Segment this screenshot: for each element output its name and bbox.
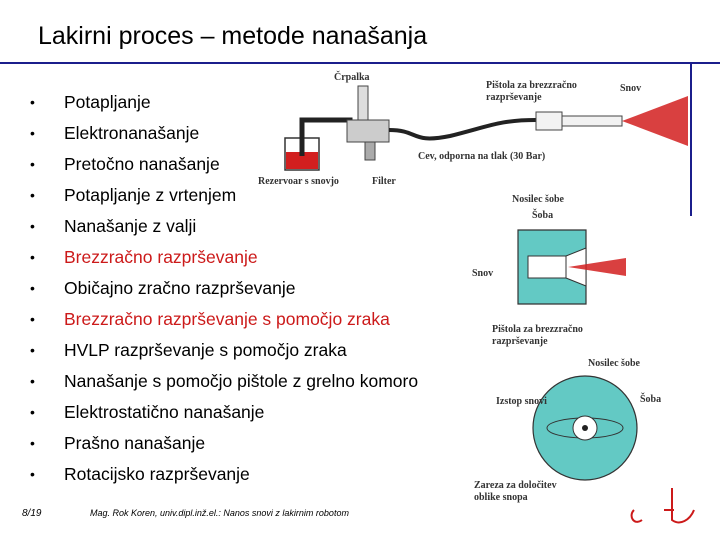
- page-number: 8/19: [22, 508, 42, 519]
- pump-shape: [357, 85, 369, 121]
- title-divider: [0, 62, 720, 64]
- label-gun: Pištola za brezzračno razprševanje: [486, 80, 579, 103]
- spray-shape: [568, 258, 626, 276]
- nozzle-front-diagram: Nosilec šobe Izstop snovi Šoba Zareza za…: [474, 358, 661, 503]
- label-paint: Snov: [620, 83, 641, 94]
- bullet-icon: •: [30, 435, 35, 451]
- label-notch-line2: oblike snopa: [474, 492, 528, 503]
- label-hose: Cev, odporna na tlak (30 Bar): [418, 151, 545, 162]
- list-item-text: Nanašanje z valji: [64, 216, 197, 236]
- label-gun-line1: Pištola za brezzračno: [492, 324, 583, 335]
- label-nozzle-holder: Nosilec šobe: [588, 358, 641, 369]
- nozzle-bore-shape: [527, 255, 567, 279]
- list-item-text: Elektrostatično nanašanje: [64, 402, 265, 422]
- outlet-shape: [582, 425, 588, 431]
- bullet-icon: •: [30, 280, 35, 296]
- label-outlet: Izstop snovi: [496, 396, 547, 407]
- list-item-text: HVLP razprševanje s pomočjo zraka: [64, 340, 347, 360]
- list-item-text: Potapljanje: [64, 92, 151, 112]
- bullet-icon: •: [30, 187, 35, 203]
- label-notch-line1: Zareza za določitev: [474, 480, 557, 491]
- label-nozzle: Šoba: [532, 208, 553, 221]
- label-filter: Filter: [372, 176, 396, 187]
- label-notch: Zareza za določitev oblike snopa: [474, 480, 559, 503]
- bullet-icon: •: [30, 311, 35, 327]
- label-gun-line2: razprševanje: [492, 336, 548, 347]
- bullet-icon: •: [30, 156, 35, 172]
- bullet-icon: •: [30, 94, 35, 110]
- label-paint: Snov: [472, 268, 493, 279]
- bullet-icon: •: [30, 342, 35, 358]
- label-reservoir: Rezervoar s snovjo: [258, 176, 339, 187]
- logo-mark-icon: [630, 488, 695, 524]
- list-item-text: Potapljanje z vrtenjem: [64, 185, 237, 205]
- bullet-icon: •: [30, 218, 35, 234]
- list-item-text: Običajno zračno razprševanje: [64, 278, 296, 298]
- list-item-text: Pretočno nanašanje: [64, 154, 220, 174]
- bullet-icon: •: [30, 125, 35, 141]
- bullet-icon: •: [30, 404, 35, 420]
- bullet-icon: •: [30, 249, 35, 265]
- airless-system-diagram: Črpalka Pištola za brezzračno razprševan…: [258, 70, 688, 187]
- filter-shape: [364, 141, 376, 161]
- gun-barrel-shape: [561, 115, 623, 127]
- bullet-icon: •: [30, 466, 35, 482]
- spray-cone-shape: [622, 96, 688, 146]
- list-item-text: Rotacijsko razprševanje: [64, 464, 250, 484]
- pump-body-shape: [346, 119, 390, 143]
- footer-author: Mag. Rok Koren, univ.dipl.inž.el.: Nanos…: [90, 508, 349, 518]
- label-gun: Pištola za brezzračno razprševanje: [492, 324, 585, 347]
- list-item-text: Brezzračno razprševanje: [64, 247, 258, 267]
- bullet-icon: •: [30, 373, 35, 389]
- label-nozzle: Šoba: [640, 392, 661, 405]
- label-gun-line1: Pištola za brezzračno: [486, 80, 577, 91]
- list-item-text: Nanašanje s pomočjo pištole z grelno kom…: [64, 371, 419, 391]
- list-item-text: Prašno nanašanje: [64, 433, 206, 453]
- label-gun-line2: razprševanje: [486, 92, 542, 103]
- label-nozzle-holder: Nosilec šobe: [512, 194, 565, 205]
- slide-title: Lakirni proces – metode nanašanja: [38, 22, 428, 50]
- paint-fill-shape: [286, 152, 318, 169]
- list-item-text: Elektronanašanje: [64, 123, 200, 143]
- pressure-hose-shape: [388, 118, 537, 141]
- label-pump: Črpalka: [334, 70, 370, 83]
- gun-shape: [535, 111, 563, 131]
- nozzle-diagram: Nosilec šobe Šoba Snov Pištola za brezzr…: [472, 194, 626, 347]
- frame-divider: [690, 62, 692, 216]
- list-item-text: Brezzračno razprševanje s pomočjo zraka: [64, 309, 390, 329]
